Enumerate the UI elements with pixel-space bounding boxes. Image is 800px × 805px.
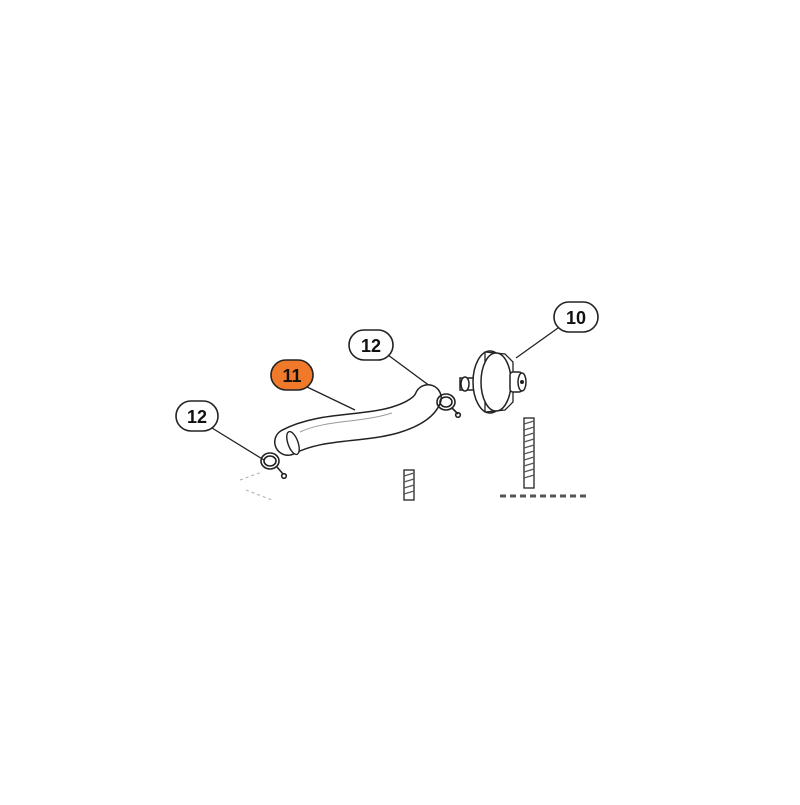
leader-line-12-left [211, 427, 265, 461]
bolt-left [403, 469, 415, 501]
callout-11-badge [270, 359, 314, 391]
dashed-guide-line [239, 471, 273, 501]
callout-10[interactable]: 10 [553, 301, 599, 333]
callout-12-left-label: 12 [187, 407, 207, 427]
callout-12-right-badge [348, 329, 394, 361]
clamp-left-part-12 [260, 452, 288, 480]
callout-11[interactable]: 11 [270, 359, 314, 391]
callout-11-label: 11 [282, 366, 301, 386]
callout-10-badge [553, 301, 599, 333]
hose-part-11 [274, 384, 442, 456]
callout-10-label: 10 [566, 308, 586, 328]
bolt-right [523, 417, 535, 489]
leader-line-10 [515, 327, 559, 359]
callout-12-left-badge [175, 400, 219, 432]
callout-12-left[interactable]: 12 [175, 400, 219, 432]
callout-12-right-label: 12 [361, 336, 381, 356]
clamp-right-part-12 [436, 393, 462, 419]
filter-part-10 [459, 350, 527, 414]
leader-line-11 [304, 385, 356, 411]
leader-lines [211, 327, 559, 461]
callout-12-right[interactable]: 12 [348, 329, 394, 361]
